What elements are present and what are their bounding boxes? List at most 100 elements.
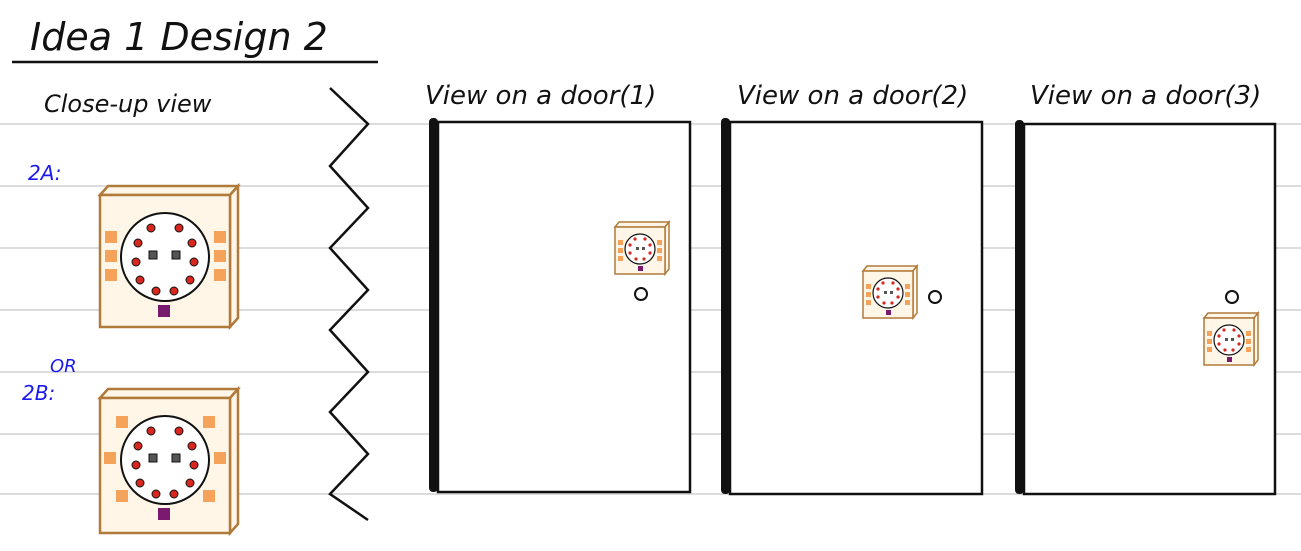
led: [876, 287, 880, 291]
led: [881, 281, 885, 285]
led: [151, 286, 161, 296]
led: [131, 257, 141, 267]
sensor-chip: [636, 247, 639, 250]
led: [185, 275, 195, 285]
led: [633, 237, 637, 241]
led: [896, 295, 900, 299]
led: [1237, 334, 1241, 338]
sensor-chip: [890, 291, 893, 294]
led: [189, 460, 199, 470]
door-view-2: View on a door(2): [721, 81, 984, 496]
pad: [1207, 347, 1212, 352]
led: [1217, 334, 1221, 338]
pad: [618, 256, 623, 261]
led: [643, 237, 647, 241]
led: [187, 441, 197, 451]
door-sensor-device: [861, 263, 919, 321]
connector: [638, 266, 643, 271]
pad: [905, 284, 910, 289]
led: [133, 441, 143, 451]
led: [1222, 328, 1226, 332]
page-title: Idea 1 Design 2: [30, 15, 328, 59]
led: [876, 295, 880, 299]
led: [189, 257, 199, 267]
or-label: OR: [50, 356, 77, 377]
pad: [116, 490, 128, 502]
option-2a-label: 2A:: [28, 161, 62, 185]
led: [891, 281, 895, 285]
connector: [1227, 357, 1232, 362]
led: [648, 251, 652, 255]
device-top-edge: [97, 184, 241, 197]
pad: [866, 284, 871, 289]
pad: [657, 240, 662, 245]
led: [1231, 348, 1235, 352]
door-knob: [634, 287, 648, 301]
door-hinge-edge: [721, 118, 730, 494]
pad: [866, 300, 871, 305]
led-ring: [131, 426, 199, 499]
pad: [116, 416, 128, 428]
sensor-ring: [872, 277, 904, 309]
led: [169, 286, 179, 296]
pad: [1246, 347, 1251, 352]
door-knob: [928, 290, 942, 304]
led: [187, 238, 197, 248]
led-ring: [131, 223, 199, 296]
door-panel: [1022, 122, 1277, 496]
sensor-chip: [171, 453, 181, 463]
pad: [618, 240, 623, 245]
connector: [886, 310, 891, 315]
pad: [1246, 331, 1251, 336]
pad: [203, 416, 215, 428]
door-view-label: View on a door(3): [1030, 81, 1261, 111]
connector: [158, 508, 170, 520]
sensor-chip: [148, 250, 158, 260]
pad: [1246, 339, 1251, 344]
led: [169, 489, 179, 499]
sensor-ring: [1213, 324, 1245, 356]
device-2a: [97, 182, 241, 331]
pad: [105, 269, 117, 281]
zigzag-separator: [328, 87, 370, 522]
led: [1223, 348, 1227, 352]
pad: [905, 300, 910, 305]
led: [890, 301, 894, 305]
connector: [158, 305, 170, 317]
sensor-chip: [642, 247, 645, 250]
led: [1217, 342, 1221, 346]
sensor-chip: [1225, 338, 1228, 341]
door-sensor-device: [613, 219, 671, 277]
led: [151, 489, 161, 499]
led: [131, 460, 141, 470]
pad: [1207, 331, 1212, 336]
led: [174, 223, 184, 233]
door-view-label: View on a door(1): [425, 81, 656, 111]
led: [648, 243, 652, 247]
pad: [203, 490, 215, 502]
closeup-label: Close-up view: [44, 90, 212, 118]
sensor-ring: [120, 212, 210, 302]
pad: [1207, 339, 1212, 344]
led: [896, 287, 900, 291]
door-sensor-device: [1202, 310, 1260, 368]
led: [135, 275, 145, 285]
led: [174, 426, 184, 436]
door-knob: [1225, 290, 1239, 304]
door-view-1: View on a door(1): [425, 81, 692, 494]
led: [135, 478, 145, 488]
sensor-ring: [624, 233, 656, 265]
door-hinge-edge: [429, 118, 438, 492]
led: [146, 426, 156, 436]
device-top-edge: [97, 387, 241, 400]
pad: [214, 452, 226, 464]
door-panel: [728, 120, 984, 496]
led: [634, 257, 638, 261]
pad: [214, 269, 226, 281]
pad: [104, 452, 116, 464]
led: [628, 243, 632, 247]
door-view-3: View on a door(3): [1015, 81, 1277, 496]
led: [146, 223, 156, 233]
